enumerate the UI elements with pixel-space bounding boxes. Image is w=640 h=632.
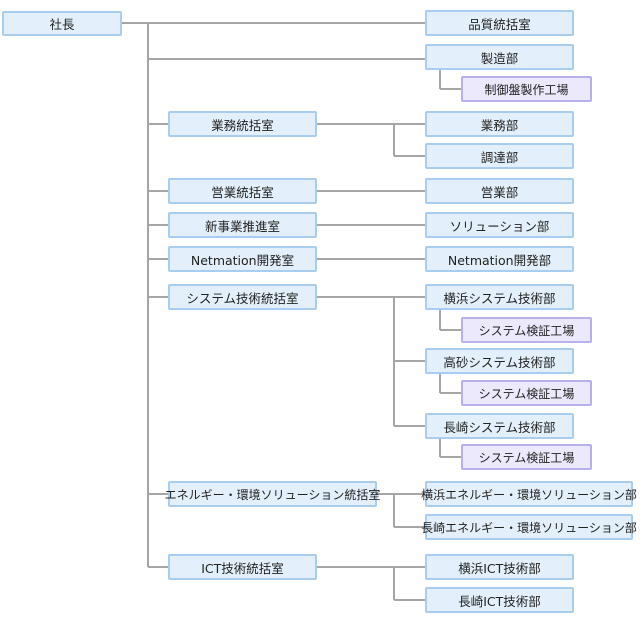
node-yokohama-energy-dept: 横浜エネルギー・環境ソリューション部 [421, 481, 637, 507]
node-nagasaki-ict-dept: 長崎ICT技術部 [425, 587, 574, 613]
node-nagasaki-system-factory: システム検証工場 [461, 444, 592, 470]
node-netmation-dept: Netmation開発部 [425, 246, 574, 272]
node-new-business-office: 新事業推進室 [168, 212, 317, 238]
node-sales-office: 営業統括室 [168, 178, 317, 204]
node-nagasaki-energy-dept: 長崎エネルギー・環境ソリューション部 [421, 514, 637, 540]
node-business-office: 業務統括室 [168, 111, 317, 137]
node-takasago-system-factory: システム検証工場 [461, 380, 592, 406]
node-nagasaki-system-dept: 長崎システム技術部 [425, 413, 574, 439]
node-ict-office: ICT技術統括室 [168, 554, 317, 580]
node-yokohama-ict-dept: 横浜ICT技術部 [425, 554, 574, 580]
node-yokohama-system-factory: システム検証工場 [461, 317, 592, 343]
node-manufacturing-dept: 製造部 [425, 44, 574, 70]
node-takasago-system-dept: 高砂システム技術部 [425, 348, 574, 374]
node-quality-office: 品質統括室 [425, 10, 574, 36]
node-yokohama-system-dept: 横浜システム技術部 [425, 284, 574, 310]
node-president: 社長 [2, 11, 122, 36]
node-netmation-office: Netmation開発室 [168, 246, 317, 272]
node-control-panel-factory: 制御盤製作工場 [461, 76, 592, 102]
node-sales-dept: 営業部 [425, 178, 574, 204]
node-solution-dept: ソリューション部 [425, 212, 574, 238]
node-procurement-dept: 調達部 [425, 143, 574, 169]
node-business-dept: 業務部 [425, 111, 574, 137]
node-energy-office: エネルギー・環境ソリューション統括室 [165, 481, 380, 507]
node-system-tech-office: システム技術統括室 [168, 284, 317, 310]
